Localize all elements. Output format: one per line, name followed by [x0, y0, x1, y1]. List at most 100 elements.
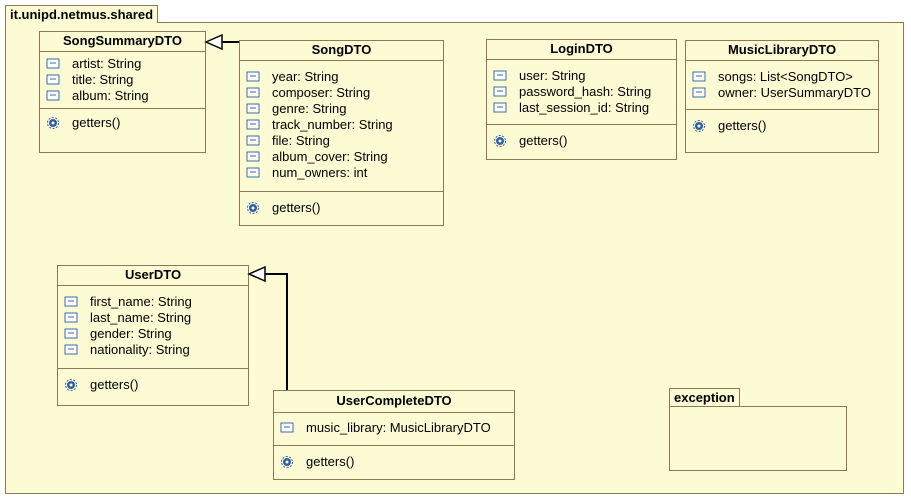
- attribute-text: nationality: String: [90, 342, 190, 357]
- attribute-text: user: String: [519, 68, 586, 83]
- attribute-row[interactable]: artist: String: [40, 56, 205, 72]
- class-user-complete-dto[interactable]: UserCompleteDTO music_library: MusicLibr…: [273, 390, 515, 480]
- class-song-summary-dto[interactable]: SongSummaryDTO artist: String title: Str…: [39, 31, 206, 153]
- attribute-row[interactable]: genre: String: [240, 101, 443, 117]
- attribute-row[interactable]: user: String: [487, 68, 676, 84]
- operation-row[interactable]: getters(): [40, 115, 205, 131]
- attribute-list: music_library: MusicLibraryDTO: [274, 413, 514, 446]
- attribute-row[interactable]: first_name: String: [58, 294, 248, 310]
- attribute-list: year: String composer: String genre: Str…: [240, 61, 443, 192]
- field-icon: [493, 70, 507, 81]
- attribute-text: num_owners: int: [272, 165, 368, 180]
- operation-list: getters(): [686, 110, 878, 140]
- attribute-text: album: String: [72, 88, 149, 103]
- field-icon: [692, 87, 706, 98]
- operation-list: getters(): [487, 125, 676, 155]
- field-icon: [246, 87, 260, 98]
- class-name: MusicLibraryDTO: [686, 41, 878, 61]
- field-icon: [246, 119, 260, 130]
- operation-row[interactable]: getters(): [487, 133, 676, 149]
- operation-list: getters(): [40, 109, 205, 137]
- attribute-row[interactable]: password_hash: String: [487, 84, 676, 100]
- attribute-row[interactable]: gender: String: [58, 326, 248, 342]
- attribute-row[interactable]: title: String: [40, 72, 205, 88]
- operation-text: getters(): [306, 454, 355, 469]
- class-name: UserDTO: [58, 266, 248, 286]
- attribute-list: artist: String title: String album: Stri…: [40, 52, 205, 109]
- attribute-list: songs: List<SongDTO> owner: UserSummaryD…: [686, 61, 878, 110]
- class-name: UserCompleteDTO: [274, 391, 514, 413]
- class-name: SongDTO: [240, 41, 443, 61]
- operation-text: getters(): [72, 115, 121, 130]
- operation-row[interactable]: getters(): [274, 454, 514, 470]
- attribute-text: songs: List<SongDTO>: [718, 69, 853, 84]
- attribute-text: file: String: [272, 133, 330, 148]
- field-icon: [46, 74, 60, 85]
- field-icon: [46, 90, 60, 101]
- attribute-row[interactable]: last_session_id: String: [487, 100, 676, 116]
- field-icon: [246, 135, 260, 146]
- subpackage-tab[interactable]: exception: [669, 388, 740, 406]
- field-icon: [246, 167, 260, 178]
- attribute-row[interactable]: album: String: [40, 88, 205, 104]
- attribute-row[interactable]: last_name: String: [58, 310, 248, 326]
- attribute-text: first_name: String: [90, 294, 192, 309]
- class-user-dto[interactable]: UserDTO first_name: String last_name: St…: [57, 265, 249, 406]
- attribute-text: owner: UserSummaryDTO: [718, 85, 871, 100]
- method-gear-icon: [47, 117, 59, 129]
- attribute-text: password_hash: String: [519, 84, 652, 99]
- attribute-row[interactable]: year: String: [240, 69, 443, 85]
- attribute-row[interactable]: composer: String: [240, 85, 443, 101]
- field-icon: [246, 151, 260, 162]
- attribute-row[interactable]: album_cover: String: [240, 149, 443, 165]
- method-gear-icon: [65, 379, 77, 391]
- operation-list: getters(): [274, 446, 514, 476]
- attribute-text: title: String: [72, 72, 134, 87]
- attribute-row[interactable]: songs: List<SongDTO>: [686, 69, 878, 85]
- method-gear-icon: [494, 135, 506, 147]
- attribute-row[interactable]: file: String: [240, 133, 443, 149]
- attribute-text: last_name: String: [90, 310, 192, 325]
- attribute-text: last_session_id: String: [519, 100, 650, 115]
- attribute-row[interactable]: num_owners: int: [240, 165, 443, 181]
- field-icon: [64, 296, 78, 307]
- attribute-row[interactable]: owner: UserSummaryDTO: [686, 85, 878, 101]
- class-song-dto[interactable]: SongDTO year: String composer: String ge…: [239, 40, 444, 226]
- class-music-library-dto[interactable]: MusicLibraryDTO songs: List<SongDTO> own…: [685, 40, 879, 153]
- attribute-text: year: String: [272, 69, 339, 84]
- attribute-row[interactable]: track_number: String: [240, 117, 443, 133]
- attribute-row[interactable]: nationality: String: [58, 342, 248, 358]
- method-gear-icon: [693, 120, 705, 132]
- operation-text: getters(): [90, 377, 139, 392]
- field-icon: [246, 103, 260, 114]
- subpackage-exception[interactable]: [669, 406, 847, 471]
- field-icon: [493, 86, 507, 97]
- field-icon: [64, 344, 78, 355]
- field-icon: [280, 422, 294, 433]
- package-name: it.unipd.netmus.shared: [5, 5, 159, 23]
- attribute-list: first_name: String last_name: String gen…: [58, 286, 248, 369]
- attribute-text: track_number: String: [272, 117, 393, 132]
- method-gear-icon: [281, 456, 293, 468]
- operation-list: getters(): [240, 192, 443, 222]
- attribute-text: composer: String: [272, 85, 371, 100]
- operation-list: getters(): [58, 369, 248, 399]
- attribute-text: gender: String: [90, 326, 172, 341]
- operation-row[interactable]: getters(): [240, 200, 443, 216]
- field-icon: [64, 328, 78, 339]
- field-icon: [246, 71, 260, 82]
- class-login-dto[interactable]: LoginDTO user: String password_hash: Str…: [486, 39, 677, 160]
- operation-text: getters(): [272, 200, 321, 215]
- attribute-text: music_library: MusicLibraryDTO: [306, 420, 491, 435]
- operation-text: getters(): [718, 118, 767, 133]
- field-icon: [64, 312, 78, 323]
- operation-row[interactable]: getters(): [686, 118, 878, 134]
- field-icon: [493, 102, 507, 113]
- field-icon: [46, 58, 60, 69]
- operation-text: getters(): [519, 133, 568, 148]
- operation-row[interactable]: getters(): [58, 377, 248, 393]
- attribute-text: album_cover: String: [272, 149, 388, 164]
- field-icon: [692, 71, 706, 82]
- attribute-row[interactable]: music_library: MusicLibraryDTO: [274, 420, 514, 436]
- method-gear-icon: [247, 202, 259, 214]
